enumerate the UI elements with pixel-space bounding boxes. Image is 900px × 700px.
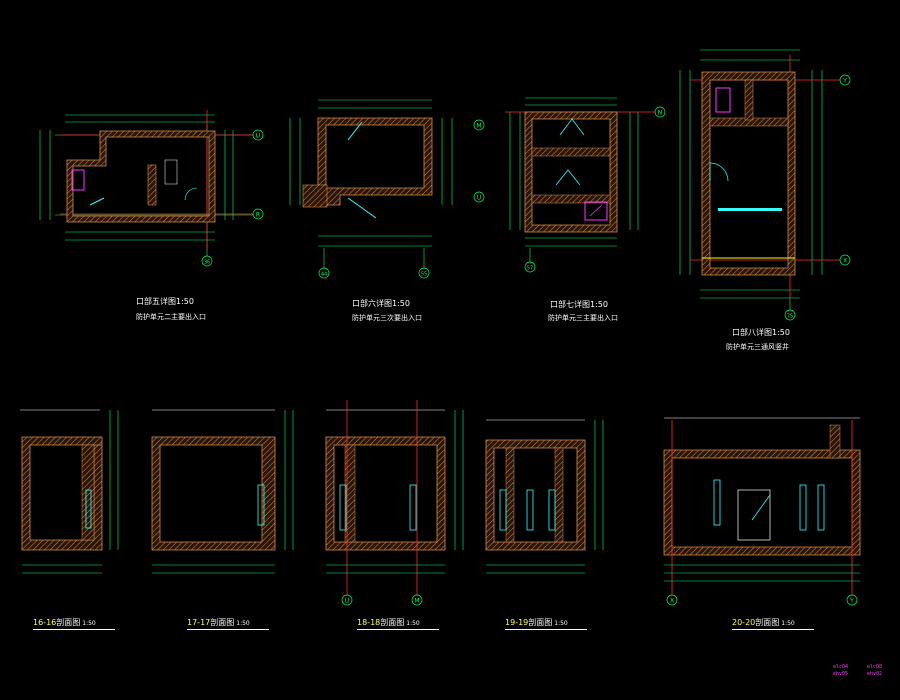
plan-8-title: 口部八详图1:50 [732, 327, 790, 338]
plan-8-subtitle: 防护单元三通风竖井 [726, 343, 789, 351]
section-18-suffix: 剖面图 [380, 618, 405, 627]
section-20-scale: 1:50 [781, 620, 795, 627]
section-16-underline [33, 629, 115, 630]
section-19-label: 19-19 [505, 618, 529, 627]
section-18-label: 18-18 [357, 618, 381, 627]
section-17-underline [187, 629, 269, 630]
plan-6-dimensions [289, 99, 453, 268]
plan-7-grid-label-0: N [658, 110, 663, 117]
plan-6-drawing: M U 44 55 [289, 99, 485, 279]
section-16-suffix: 剖面图 [56, 618, 81, 627]
plan-5-drawing: U R 36 [39, 110, 264, 267]
plan-8-equipment [715, 87, 731, 113]
legend-item-2: ehv05 [833, 671, 849, 677]
plan-7-walls [524, 111, 618, 233]
plan-5-grid-label-1: R [256, 212, 260, 219]
plan-7-scale: 1:50 [590, 300, 608, 309]
plan-5-inner-wall [147, 164, 157, 206]
plan-6-stair-block [302, 184, 328, 208]
section-20-drawing: X Y [663, 417, 861, 606]
plan-8-scale: 1:50 [772, 328, 790, 337]
plan-8-door-swing [709, 162, 729, 182]
plan-7-equipment [584, 201, 608, 221]
plan-7-dimensions [509, 97, 639, 262]
plan-5-grid-bubbles [201, 129, 264, 267]
section-20-label: 20-20 [732, 618, 756, 627]
section-18-underline [357, 629, 439, 630]
plan-7-grid-label-1: 57 [527, 266, 533, 272]
plan-6-grid-label-2: 44 [321, 272, 327, 278]
section-16-drawing [20, 409, 119, 574]
plan-5-walls [66, 130, 216, 223]
legend-item-4: ehv02 [867, 671, 883, 677]
section-20-underline [732, 629, 814, 630]
plan-7-title-text: 口部七详图 [550, 300, 590, 309]
plan-8-grid-label-2: 75 [787, 314, 793, 320]
section-18-drawing: U M [325, 400, 464, 606]
plan-8-title-text: 口部八详图 [732, 328, 772, 337]
legend-item-3: elc08 [867, 664, 883, 670]
plan-5-grid-label-0: U [256, 133, 260, 140]
section-18-grid-label-0: U [345, 598, 349, 605]
plan-7-subtitle: 防护单元三主要出入口 [548, 314, 618, 322]
section-17-suffix: 剖面图 [210, 618, 235, 627]
section-17-drawing [151, 409, 294, 574]
plan-6-grid-label-0: M [476, 123, 481, 130]
plan-6-grid-label-3: 55 [421, 272, 427, 278]
plan-7-title: 口部七详图1:50 [550, 299, 608, 310]
section-19-underline [505, 629, 587, 630]
plan-5-subtitle: 防护单元二主要出入口 [136, 313, 206, 321]
section-17-label: 17-17 [187, 618, 211, 627]
plan-6-subtitle: 防护单元三次要出入口 [352, 314, 422, 322]
section-20-grid-label-0: X [670, 598, 674, 605]
section-17-scale: 1:50 [236, 620, 250, 627]
plan-5-scale: 1:50 [176, 297, 194, 306]
plan-6-title-text: 口部六详图 [352, 299, 392, 308]
plan-5-title-text: 口部五详图 [136, 297, 176, 306]
section-18-grid-label-1: M [414, 598, 419, 605]
plan-7-partition-1 [531, 147, 611, 157]
legend-item-1: elc04 [833, 664, 849, 670]
plan-7-grid-bubbles [524, 106, 666, 273]
plan-6-grid-bubbles [318, 119, 485, 279]
section-19-scale: 1:50 [554, 620, 568, 627]
section-16-label: 16-16 [33, 618, 57, 627]
plan-5-equipment [71, 169, 85, 191]
plan-8-shaft-wall [744, 79, 754, 121]
section-16-scale: 1:50 [82, 620, 96, 627]
plan-8-grid-bubbles [784, 74, 851, 321]
section-20-grid-label-1: Y [849, 598, 854, 605]
plan-5-title: 口部五详图1:50 [136, 296, 194, 307]
plan-5-shaft [164, 159, 178, 185]
plan-8-grid-label-1: X [843, 258, 847, 265]
plan-6-grid-label-1: U [477, 195, 481, 202]
section-19-suffix: 剖面图 [528, 618, 553, 627]
plan-7-partition-2 [531, 194, 611, 204]
plan-7-drawing: N 57 [505, 97, 666, 273]
plan-5-door-swing [184, 187, 198, 201]
plan-8-grille [718, 208, 782, 211]
plan-5-grid-label-2: 36 [204, 260, 210, 266]
plan-6-title: 口部六详图1:50 [352, 298, 410, 309]
plan-8-walls [701, 71, 796, 276]
plan-6-walls [317, 117, 433, 206]
plan-8-dimensions [679, 49, 823, 310]
plan-8-grid-label-0: Y [842, 78, 847, 85]
section-20-suffix: 剖面图 [755, 618, 780, 627]
plan-6-scale: 1:50 [392, 299, 410, 308]
section-19-drawing [485, 419, 604, 574]
section-18-scale: 1:50 [406, 620, 420, 627]
plan-8-drawing: Y X 75 [679, 49, 851, 321]
